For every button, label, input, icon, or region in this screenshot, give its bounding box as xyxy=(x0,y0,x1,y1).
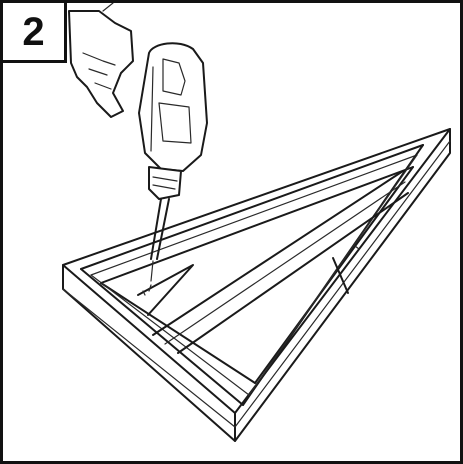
step-badge: 2 xyxy=(3,3,67,63)
step-number: 2 xyxy=(22,9,45,54)
assembly-illustration xyxy=(62,3,451,442)
drill-icon xyxy=(68,3,208,292)
triangle-frame-icon xyxy=(62,128,451,442)
